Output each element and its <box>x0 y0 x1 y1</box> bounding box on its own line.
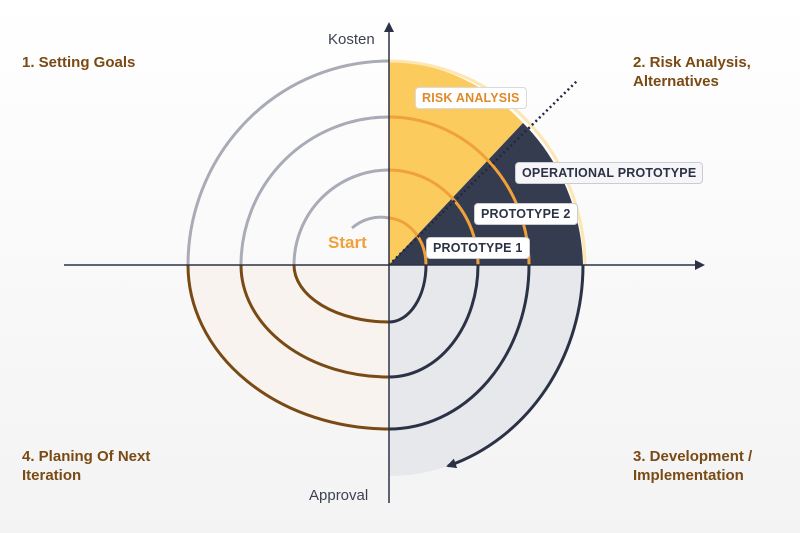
quadrant-planning: 4. Planing Of Next Iteration <box>22 447 150 485</box>
quadrant-development-line-2: Implementation <box>633 467 744 484</box>
rings-bottom-left <box>186 264 390 431</box>
risk-analysis-tag: RISK ANALYSIS <box>415 87 527 109</box>
operational-prototype-tag: OPERATIONAL PROTOTYPE <box>515 162 704 184</box>
axis-label-top: Kosten <box>328 31 375 48</box>
quadrant-development-line-1: 3. Development / <box>633 448 753 465</box>
rings-top-left <box>186 59 390 266</box>
prototype-region <box>389 123 583 265</box>
prototype-2-tag: PROTOTYPE 2 <box>474 203 578 225</box>
development-region <box>389 265 583 476</box>
development-arrow <box>446 264 585 469</box>
diagonal-dotted-line <box>388 79 579 266</box>
quadrant-planning-line-2: Iteration <box>22 467 82 484</box>
rings-bottom-right <box>388 264 531 431</box>
quadrant-development: 3. Development / Implementation <box>633 447 752 485</box>
axis-label-bottom: Approval <box>309 487 369 504</box>
risk-analysis-region <box>389 61 523 265</box>
start-label: Start <box>328 233 367 252</box>
prototype-1-tag: PROTOTYPE 1 <box>426 237 530 259</box>
quadrant-setting-goals: 1. Setting Goals <box>22 53 135 72</box>
quadrant-risk-analysis-line-2: Alternatives <box>633 73 719 90</box>
outer-sector-outline <box>388 59 587 266</box>
quadrant-risk-analysis-line-1: 2. Risk Analysis, <box>633 54 751 71</box>
quadrant-risk-analysis: 2. Risk Analysis, Alternatives <box>633 53 751 91</box>
quadrant-planning-line-1: 4. Planing Of Next <box>22 448 151 465</box>
quadrant-setting-goals-line-1: 1. Setting Goals <box>22 54 136 71</box>
